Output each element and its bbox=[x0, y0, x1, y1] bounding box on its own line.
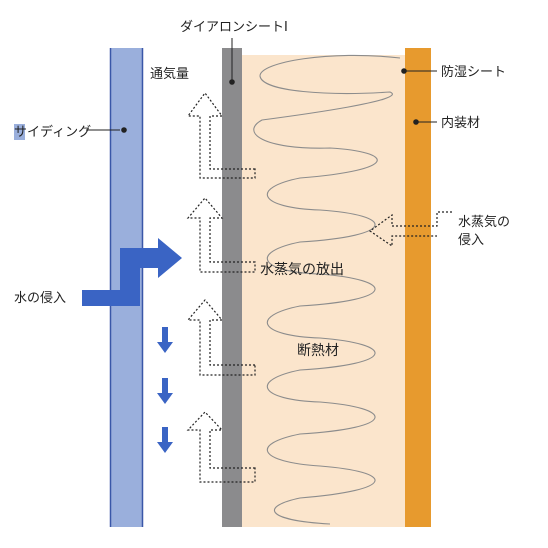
leader-lines bbox=[86, 38, 437, 131]
label-water-intrusion: 水の侵入 bbox=[14, 290, 66, 306]
label-water-vapor-intrusion-line2: 侵入 bbox=[458, 232, 484, 248]
label-ventilation: 通気量 bbox=[150, 66, 189, 82]
insulation-layer bbox=[242, 55, 405, 527]
water-arrow-icon bbox=[82, 238, 182, 306]
vent-arrow-icon bbox=[186, 411, 256, 483]
interior-material bbox=[405, 48, 431, 527]
diaron-sheet bbox=[222, 48, 242, 527]
label-moisture-barrier: 防湿シート bbox=[441, 64, 506, 80]
water-drop-arrow-icon bbox=[157, 427, 173, 453]
label-diaron-sheet: ダイアロンシートⅠ bbox=[180, 20, 288, 35]
label-water-vapor-release: 水蒸気の放出 bbox=[260, 262, 344, 278]
label-siding: サイディング bbox=[14, 124, 91, 140]
label-interior-material: 内装材 bbox=[441, 115, 480, 131]
label-water-vapor-intrusion-line1: 水蒸気の bbox=[458, 214, 510, 230]
vent-arrow-icon bbox=[186, 299, 256, 376]
vapor-arrow-icon bbox=[368, 211, 452, 248]
insulation-wave-lines bbox=[253, 54, 401, 525]
label-insulation: 断熱材 bbox=[297, 343, 339, 359]
vent-arrows bbox=[186, 91, 452, 483]
vent-arrow-icon bbox=[186, 197, 256, 273]
leader-dots bbox=[121, 68, 419, 133]
vent-arrow-icon bbox=[186, 91, 256, 179]
water-drop-arrow-icon bbox=[157, 378, 173, 404]
water-drop-arrow-icon bbox=[157, 327, 173, 353]
siding-label-marker bbox=[14, 124, 25, 140]
